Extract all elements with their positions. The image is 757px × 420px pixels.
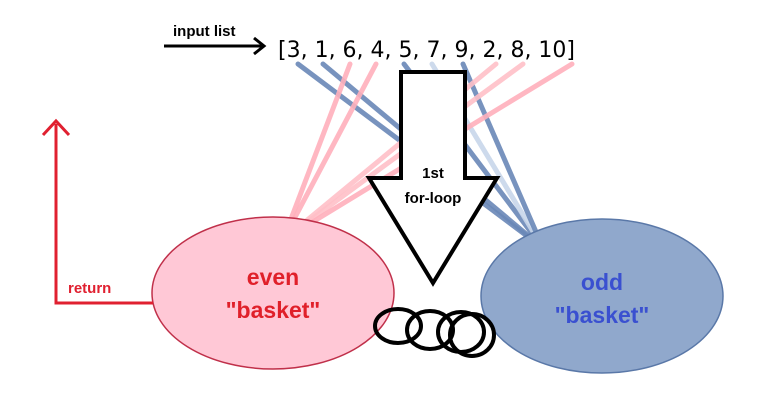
even-basket-label-line1: even	[247, 264, 299, 290]
loop-label-line2: for-loop	[405, 190, 462, 207]
even-basket	[151, 216, 395, 370]
loop-chain-icon	[373, 307, 496, 358]
line-4-to-even	[280, 61, 379, 243]
input-list-values: [3, 1, 6, 4, 5, 7, 9, 2, 8, 10]	[278, 38, 575, 63]
odd-basket-label-line2: "basket"	[555, 302, 650, 328]
line-6-to-even	[280, 61, 353, 243]
even-basket-label-line2: "basket"	[226, 297, 321, 323]
odd-basket	[480, 218, 724, 374]
input-list-label: input list	[173, 23, 236, 40]
for-loop-arrow	[365, 70, 501, 287]
line-9-to-odd	[460, 61, 546, 251]
loop-label-line1: 1st	[422, 165, 444, 182]
return-label: return	[68, 280, 111, 297]
odd-basket-label-line1: odd	[581, 269, 623, 295]
return-arrow-icon	[41, 118, 153, 305]
input-list-arrow-icon	[164, 36, 267, 56]
